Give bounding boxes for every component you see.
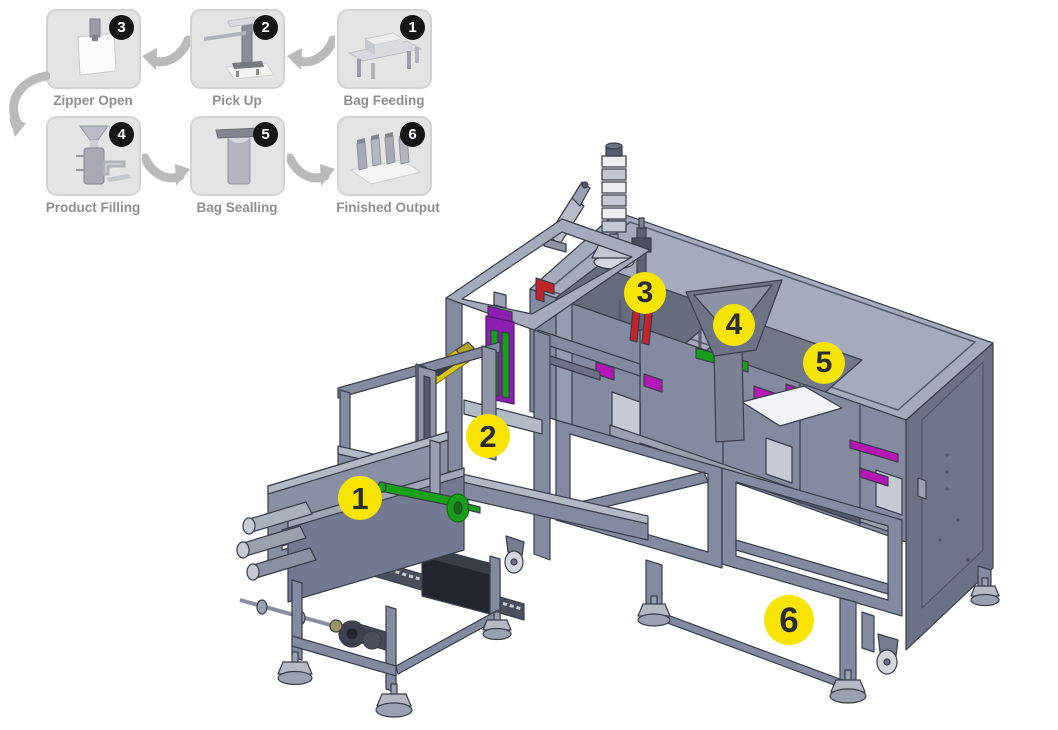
flow-label-product-filling: Product Filling (45, 200, 141, 215)
flow-tile-product-filling: 4 (46, 116, 141, 196)
flow-label-bag-sealling: Bag Sealling (196, 200, 278, 215)
flow-tile-bag-feeding: 1 (337, 9, 432, 89)
flow-label-pick-up: Pick Up (212, 93, 262, 108)
flow-arrow-step3-to-step4 (9, 71, 50, 137)
step-number-badge: 6 (400, 122, 425, 147)
finished-output-icon (349, 132, 423, 185)
flow-arrow-step1-to-step2 (287, 35, 335, 70)
product-filling-icon (76, 125, 132, 185)
machine-callout-2: 2 (466, 414, 510, 458)
bag-sealling-icon (215, 127, 263, 185)
flow-label-finished-output: Finished Output (336, 200, 440, 215)
step-number-badge: 3 (109, 15, 134, 40)
machine-callout-1: 1 (338, 476, 382, 520)
caster-wheel (504, 535, 525, 574)
step-number-badge: 5 (253, 122, 278, 147)
flow-tile-bag-sealling: 5 (190, 116, 285, 196)
machine-feet (277, 535, 1000, 718)
step-number-badge: 1 (400, 15, 425, 40)
caster-wheel (876, 633, 899, 675)
machine-callout-5: 5 (803, 342, 845, 384)
machine-callout-6: 6 (764, 595, 814, 645)
machine-callout-4: 4 (713, 304, 755, 346)
flow-label-bag-feeding: Bag Feeding (343, 93, 425, 108)
flow-tile-pick-up: 2 (190, 9, 285, 89)
flow-arrow-step4-to-step5 (142, 153, 190, 186)
pick-up-icon (204, 16, 275, 80)
flow-tile-zipper-open: 3 (46, 9, 141, 89)
step-number-badge: 4 (109, 122, 134, 147)
flow-label-zipper-open: Zipper Open (53, 93, 133, 108)
step-number-badge: 2 (253, 15, 278, 40)
zipper-open-icon (77, 18, 117, 76)
flow-arrow-step2-to-step3 (142, 35, 190, 70)
process-flow-diagram: 3 Zipper Open 2 Pick Up (0, 0, 470, 235)
machine-callout-3: 3 (624, 272, 666, 314)
flow-arrow-step5-to-step6 (287, 153, 335, 186)
cabinet-right-face (905, 342, 994, 651)
flow-tile-finished-output: 6 (337, 116, 432, 196)
